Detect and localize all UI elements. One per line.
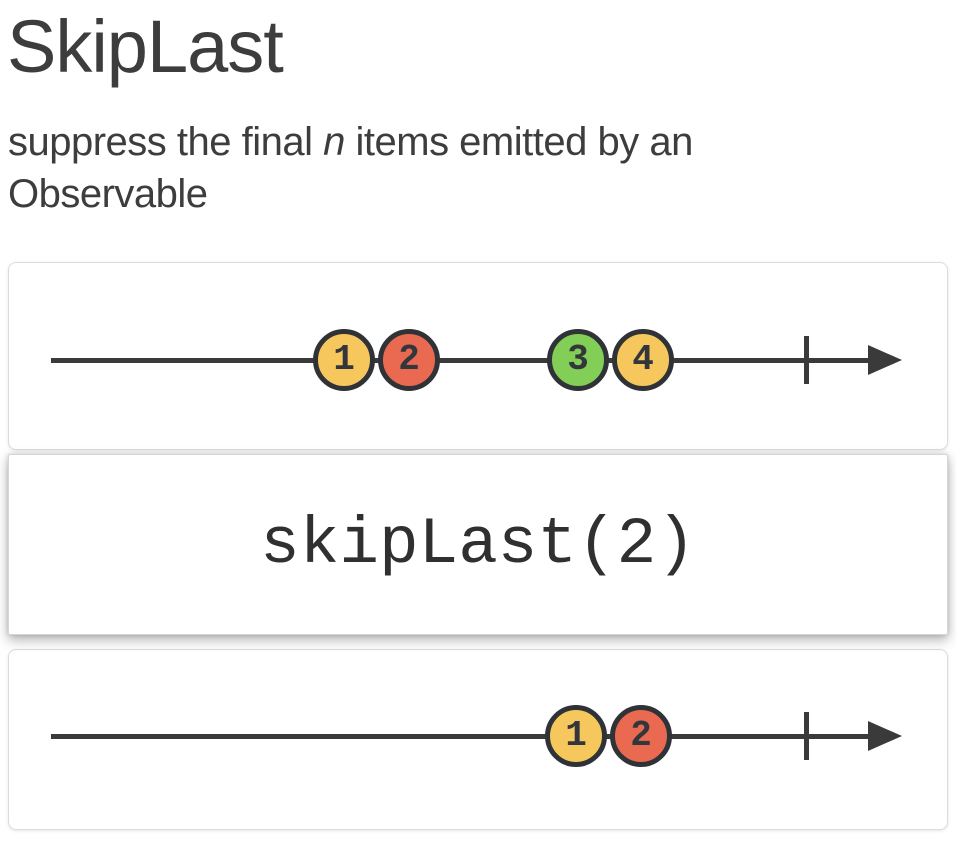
source-complete-tick	[804, 335, 809, 384]
operator-panel: skipLast(2)	[8, 453, 948, 635]
page-title: SkipLast	[7, 5, 284, 88]
source-arrowhead-icon	[868, 344, 902, 375]
source-observable-panel: 1 2 3 4	[8, 261, 948, 450]
result-arrowhead-icon	[868, 720, 902, 751]
subtitle-emphasis-n: n	[323, 119, 345, 164]
page-subtitle: suppress the final n items emitted by an…	[8, 116, 864, 220]
result-marble-2: 2	[610, 704, 672, 767]
subtitle-prefix: suppress the final	[8, 119, 324, 164]
source-timeline	[51, 357, 889, 363]
source-marble-2: 2	[378, 328, 440, 391]
result-timeline	[51, 733, 889, 739]
source-marble-4: 4	[612, 328, 674, 391]
source-marble-3: 3	[547, 328, 609, 391]
marble-diagram: 1 2 3 4 skipLast(2) 1 2	[0, 261, 956, 830]
subtitle-suffix: items emitted by an Observable	[8, 119, 693, 216]
operator-label: skipLast(2)	[260, 506, 696, 582]
source-marble-1: 1	[313, 328, 375, 391]
result-complete-tick	[804, 711, 809, 760]
result-observable-panel: 1 2	[8, 648, 948, 830]
page-header: SkipLast suppress the final n items emit…	[0, 0, 956, 220]
result-marble-1: 1	[545, 704, 607, 767]
